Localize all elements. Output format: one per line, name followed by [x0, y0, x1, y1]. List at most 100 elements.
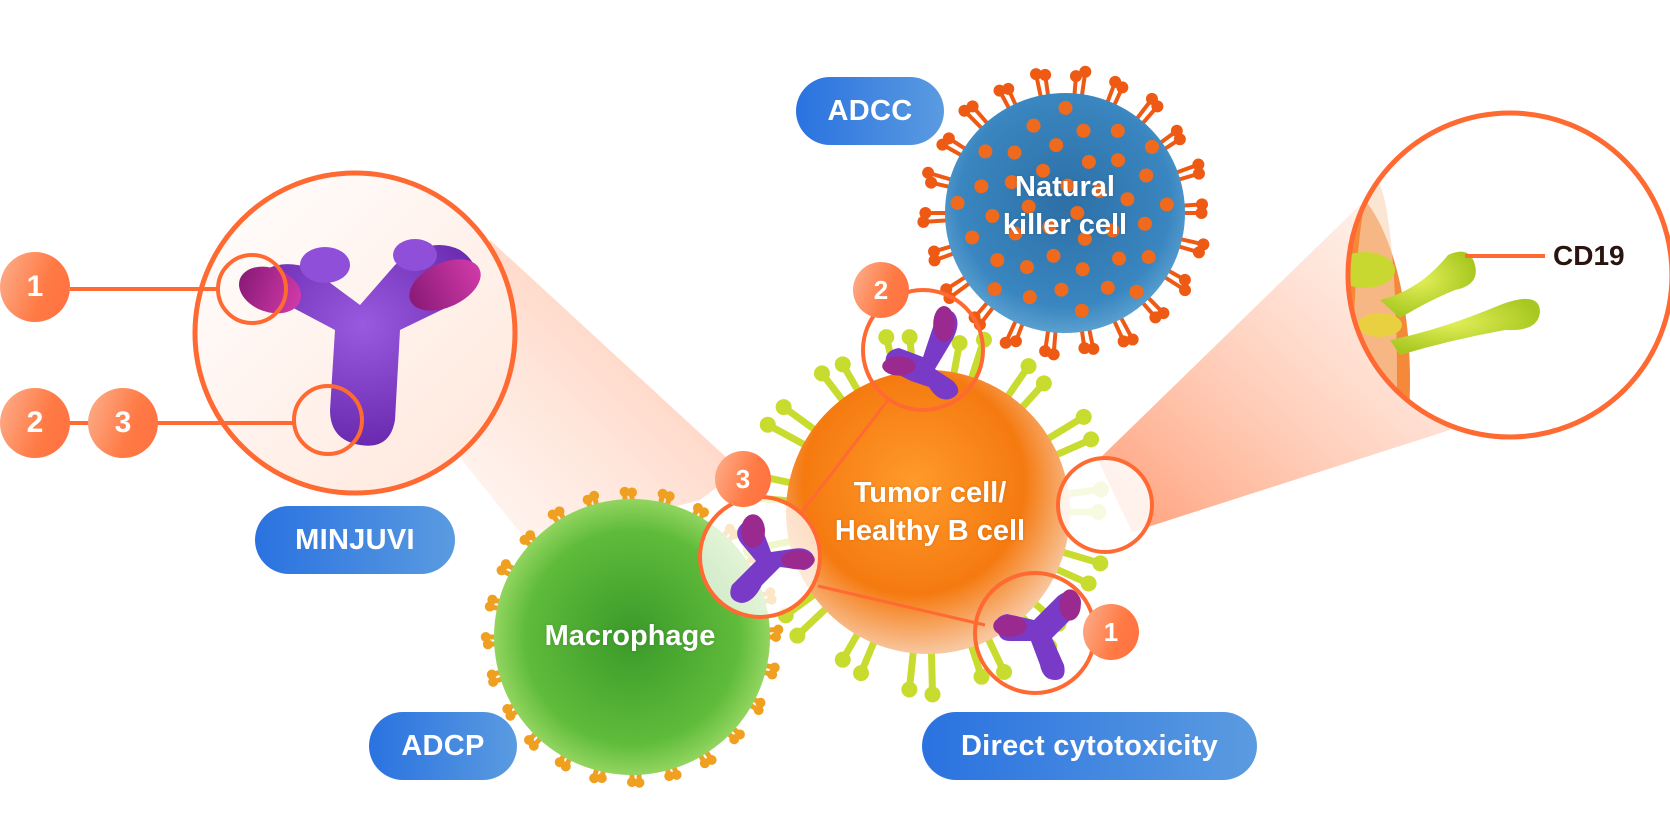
macrophage-spike-head	[664, 491, 675, 502]
nk-spike-head	[1117, 335, 1130, 348]
nk-spike-head	[919, 207, 932, 219]
nk-surface-protein	[1022, 290, 1037, 305]
nk-spike-head	[1087, 342, 1100, 355]
nk-surface-protein	[1070, 206, 1085, 220]
site-badge-2: 2	[853, 262, 909, 318]
adcc-label: ADCC	[796, 77, 944, 145]
nk-surface-protein	[1008, 226, 1023, 241]
macrophage-spike-head	[596, 773, 607, 784]
nk-surface-protein	[1042, 220, 1057, 235]
nk-spike-head	[1192, 246, 1205, 259]
macrophage-spike-head	[699, 758, 710, 769]
nk-cell-label-line2: killer cell	[1002, 209, 1128, 241]
macrophage-spike-head	[699, 507, 709, 518]
nk-spike-head	[925, 176, 938, 189]
natural-killer-cell	[917, 65, 1210, 361]
nk-cell-label: Natural killer cell	[990, 168, 1140, 244]
tumor-receptor-spike-head	[924, 686, 941, 703]
nk-spike-head	[1116, 81, 1129, 94]
tumor-receptor-spike-head	[951, 335, 968, 352]
macrophage-spike-head	[554, 757, 565, 768]
nk-spike-head	[1039, 345, 1052, 358]
direct-cytotoxicity-label: Direct cytotoxicity	[922, 712, 1257, 780]
nk-spike-head	[1192, 167, 1205, 180]
nk-surface-protein	[1100, 280, 1115, 295]
nk-surface-protein	[1145, 139, 1160, 154]
nk-surface-protein	[1021, 199, 1036, 214]
nk-spike-head	[1030, 68, 1043, 81]
tumor-receptor-spike-head	[901, 681, 918, 698]
antibody-zoom-circle	[70, 170, 518, 496]
site-connector-3-1	[817, 584, 986, 627]
nk-spike-head	[928, 254, 941, 267]
macrophage-spike-head	[753, 705, 764, 716]
nk-spike-head	[1151, 100, 1164, 113]
macrophage-spike-head	[500, 559, 511, 570]
nk-surface-protein	[1141, 249, 1156, 264]
nk-surface-protein	[1105, 223, 1120, 238]
nk-spike-head	[1178, 273, 1191, 286]
nk-spike-head	[1002, 82, 1015, 95]
nk-spike-head	[966, 100, 979, 113]
nk-spike-head	[928, 245, 941, 258]
macrophage-spike-head	[767, 669, 778, 680]
macrophage-spike-head	[525, 530, 536, 541]
nk-surface-protein	[987, 282, 1002, 297]
nk-surface-protein	[1074, 303, 1089, 318]
nk-surface-protein	[1036, 163, 1051, 178]
tumor-receptor-spike-head	[834, 356, 851, 373]
nk-surface-protein	[1046, 248, 1061, 263]
site-connector-2-3	[800, 399, 890, 513]
macrophage-spike-head	[634, 777, 645, 788]
legend-badge-2: 2	[0, 388, 70, 458]
nk-surface-protein	[1112, 251, 1127, 266]
nk-surface-protein	[1159, 197, 1174, 212]
nk-spike-head	[1126, 333, 1139, 346]
site-badge-1: 1	[1083, 604, 1139, 660]
macrophage-spike-head	[773, 624, 784, 635]
nk-spike-head	[1079, 65, 1092, 78]
nk-surface-protein	[974, 179, 989, 194]
tumor-receptor-spike-head	[1020, 358, 1037, 375]
cd19-label: CD19	[1553, 240, 1625, 271]
nk-surface-protein	[950, 196, 965, 211]
nk-surface-protein	[1092, 184, 1107, 199]
nk-spike-head	[1179, 284, 1192, 297]
nk-surface-protein	[1075, 262, 1090, 277]
nk-spike-head	[1078, 342, 1091, 355]
nk-spike-head	[1069, 70, 1082, 83]
nk-spike-head	[922, 166, 935, 179]
macrophage-label: Macrophage	[544, 620, 716, 652]
macrophage-spike-head	[729, 734, 740, 745]
site-badge-3: 3	[715, 451, 771, 507]
nk-surface-protein	[990, 253, 1005, 268]
tumor-receptor-spike-head	[1083, 431, 1100, 448]
nk-spike-head	[942, 132, 955, 145]
nk-surface-protein	[1054, 282, 1069, 297]
macrophage-spike-head	[554, 506, 565, 517]
nk-surface-protein	[1026, 118, 1041, 133]
macrophage-spike-head	[589, 773, 600, 784]
nk-surface-protein	[1007, 145, 1022, 160]
macrophage-spike-head	[619, 486, 630, 497]
nk-surface-protein	[1060, 178, 1075, 193]
nk-surface-protein	[1004, 175, 1019, 190]
nk-surface-protein	[978, 144, 993, 159]
tumor-receptor-spike-head	[996, 664, 1013, 681]
macrophage-spike-head	[480, 632, 491, 642]
tumor-cell-label: Tumor cell/ Healthy B cell	[810, 474, 1050, 550]
cd19-source-marker	[1056, 456, 1154, 554]
macrophage-spike-head	[502, 704, 513, 714]
nk-surface-protein	[965, 230, 980, 245]
minjuvi-label: MINJUVI	[255, 506, 455, 574]
tumor-receptor-spike-head	[878, 329, 895, 346]
macrophage-spike-head	[664, 771, 675, 782]
nk-surface-protein	[1111, 153, 1126, 168]
nk-spike-head	[1173, 133, 1186, 146]
tumor-receptor-spike-head	[852, 665, 869, 682]
tumor-cell-label-line2: Healthy B cell	[834, 515, 1026, 547]
nk-surface-protein	[985, 209, 1000, 224]
binding-site-2	[861, 288, 985, 412]
